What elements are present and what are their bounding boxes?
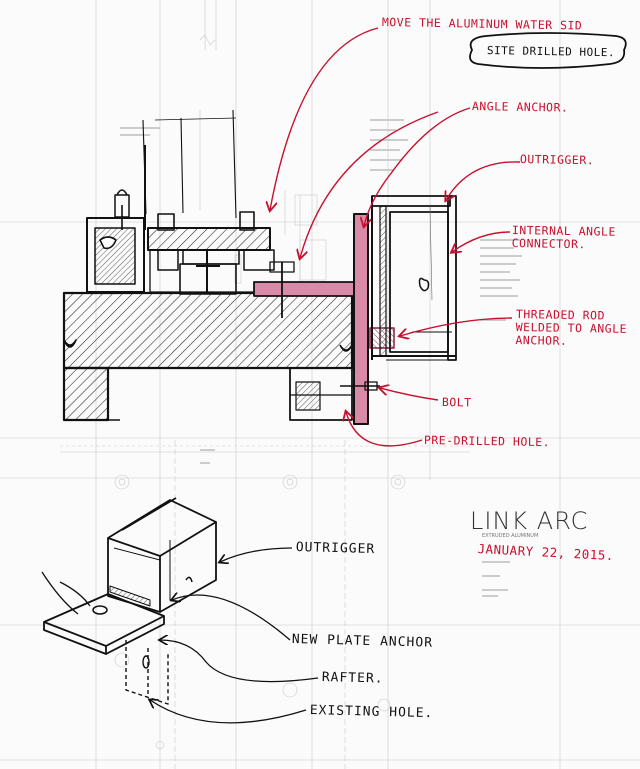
note-internal-angle-connector: INTERNAL ANGLE CONNECTOR. [511, 223, 616, 252]
spec-text-lines [120, 119, 522, 597]
note-site-drilled-hole: SITE DRILLED HOLE. [486, 44, 616, 60]
note-outrigger-red: OUTRIGGER. [519, 152, 595, 168]
isometric-sketch [43, 497, 217, 705]
title-block-logo: LINK ARC [470, 507, 589, 535]
title-block-subtitle: EXTRUDED ALUMINUM [482, 533, 539, 539]
note-bolt: BOLT [441, 395, 472, 410]
note-outrigger-black: OUTRIGGER [295, 540, 376, 558]
red-leaders [270, 27, 627, 447]
section-detail [62, 109, 457, 425]
note-existing-hole: EXISTING HOLE. [309, 703, 434, 722]
note-threaded-rod: THREADED ROD WELDED TO ANGLE ANCHOR. [515, 307, 628, 348]
note-rafter: RAFTER. [321, 670, 384, 687]
note-angle-anchor: ANGLE ANCHOR. [471, 99, 569, 115]
note-pre-drilled-hole: PRE-DRILLED HOLE. [423, 433, 551, 450]
black-leaders [41, 547, 319, 724]
